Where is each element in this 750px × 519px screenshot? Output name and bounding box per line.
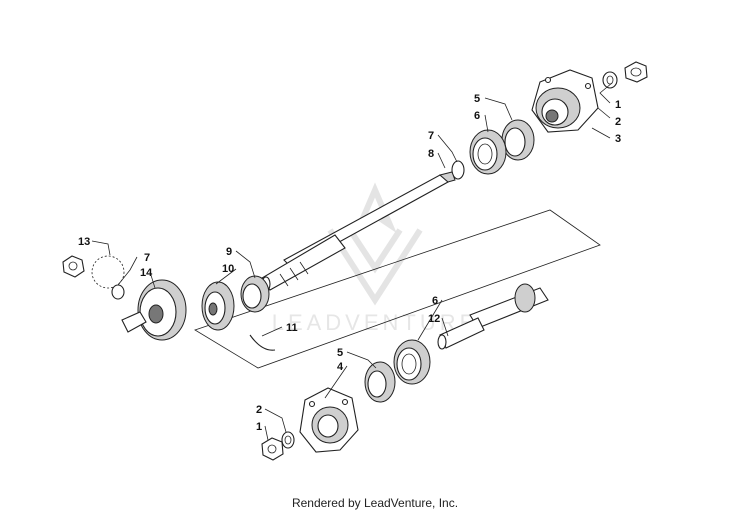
callout-1-top: 1 (615, 99, 621, 111)
top-bearing (469, 129, 507, 175)
callout-4: 4 (337, 361, 344, 373)
callout-6-top: 6 (474, 110, 480, 122)
main-shaft (261, 171, 456, 292)
lower-shaft (437, 283, 549, 350)
callout-5-lower: 5 (337, 347, 343, 359)
inner-bearing (240, 275, 270, 313)
leadventure-watermark: LEADVENTURE (272, 182, 479, 335)
callout-7-left: 7 (144, 252, 150, 264)
reference-frame (194, 209, 601, 369)
lower-bearing (393, 339, 431, 385)
callout-2-lower: 2 (256, 404, 262, 416)
callout-3: 3 (615, 133, 621, 145)
callout-13: 13 (78, 236, 90, 248)
lower-washer (281, 431, 295, 449)
top-nut (624, 61, 648, 83)
callout-6-lower: 6 (432, 295, 438, 307)
callout-1-lower: 1 (256, 421, 262, 433)
top-washer (602, 71, 618, 89)
callout-9: 9 (226, 246, 232, 258)
driven-gear (121, 279, 187, 341)
callout-7-top: 7 (428, 130, 434, 142)
top-seal (501, 119, 535, 161)
leader-lines (91, 82, 613, 441)
lower-flange-housing (299, 387, 359, 453)
callout-10: 10 (222, 263, 234, 275)
callout-5-top: 5 (474, 93, 480, 105)
top-thrust-washer (451, 160, 465, 180)
lower-seal (364, 361, 396, 403)
callout-12: 12 (428, 313, 440, 325)
left-nut (62, 255, 85, 278)
callout-11: 11 (286, 322, 298, 334)
callout-8: 8 (428, 148, 434, 160)
callout-2-top: 2 (615, 116, 621, 128)
top-flange-housing (531, 69, 599, 133)
left-washer (111, 284, 125, 300)
snap-ring (249, 334, 276, 351)
footer-credit: Rendered by LeadVenture, Inc. (291, 496, 459, 510)
callout-labels: 1 2 3 5 6 7 8 13 7 14 9 10 11 6 12 5 4 2… (78, 93, 621, 433)
bevel-gear (201, 281, 235, 331)
left-gear-outline (91, 255, 125, 289)
callout-14: 14 (140, 267, 153, 279)
lower-nut (261, 437, 284, 461)
watermark-text: LEADVENTURE (272, 310, 479, 335)
